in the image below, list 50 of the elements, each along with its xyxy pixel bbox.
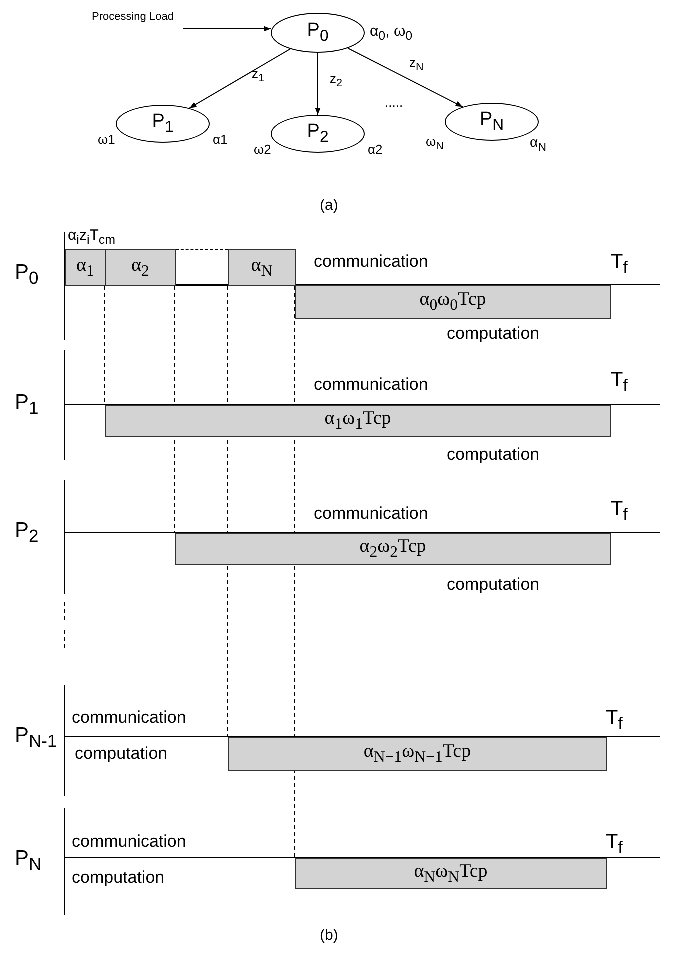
processor-node: P$_{1}$ [116,105,210,143]
node-annotation: ω$_{N}$ [426,135,444,152]
arrow [315,52,321,116]
phase-label: communication [314,505,428,522]
arrow [348,48,464,108]
processor-node: P$_{0}$ [271,13,365,53]
time-bar: α$_{0}$ω$_{0}$Tcp [295,285,611,319]
time-bar: α$_{N}$ω$_{N}$Tcp [295,858,607,889]
processor-node: P$_{2}$ [271,115,365,153]
time-bar: α$_{2}$ω$_{2}$Tcp [175,533,611,565]
row-label: P$_{1}$ [15,392,39,418]
row-label: P$_{N}$ [15,848,42,874]
input-label: Processing Load [92,12,174,23]
phase-label: computation [447,325,540,342]
node-annotation: ω2 [254,143,272,156]
row-label: P$_{N-1}$ [15,725,58,751]
node-annotation: α$_{0}$, ω$_{0}$ [370,24,413,42]
phase-label: computation [447,446,540,463]
time-bar: α$_{1}$ω$_{1}$Tcp [105,405,611,437]
phase-label: computation [72,869,165,886]
node-annotation: ω1 [98,133,116,146]
node-annotation: α2 [368,143,383,156]
arrow [182,26,272,32]
time-bar: α$_{N}$ [228,249,296,286]
phase-label: computation [75,745,168,762]
row-label: P$_{0}$ [15,262,39,288]
time-label: T$_{f}$ [611,370,628,395]
ellipsis: ..... [385,96,404,109]
phase-label: computation [447,576,540,593]
time-label: T$_{f}$ [606,832,623,857]
time-label: T$_{f}$ [606,708,623,733]
node-annotation: α1 [213,133,228,146]
processor-node: P$_{N}$ [445,103,539,141]
edge-label: z$_{N}$ [409,56,424,74]
time-label: T$_{f}$ [611,252,628,277]
phase-label: communication [72,833,186,850]
edge-label: z$_{1}$ [252,66,265,84]
edge-label: z$_{2}$ [330,72,343,90]
panel-caption: (a) [320,198,338,213]
formula-label: α$_{i}$z$_{i}$T$_{cm}$ [68,228,116,246]
phase-label: communication [314,253,428,270]
time-bar: α$_{N−1}$ω$_{N−1}$Tcp [228,737,607,771]
row-label: P$_{2}$ [15,520,39,546]
time-label: T$_{f}$ [611,499,628,524]
arrow [189,48,291,109]
panel-caption: (b) [320,928,338,943]
time-bar: α$_{2}$ [105,249,176,286]
phase-label: communication [314,376,428,393]
time-bar: α$_{1}$ [65,249,106,286]
phase-label: communication [72,709,186,726]
